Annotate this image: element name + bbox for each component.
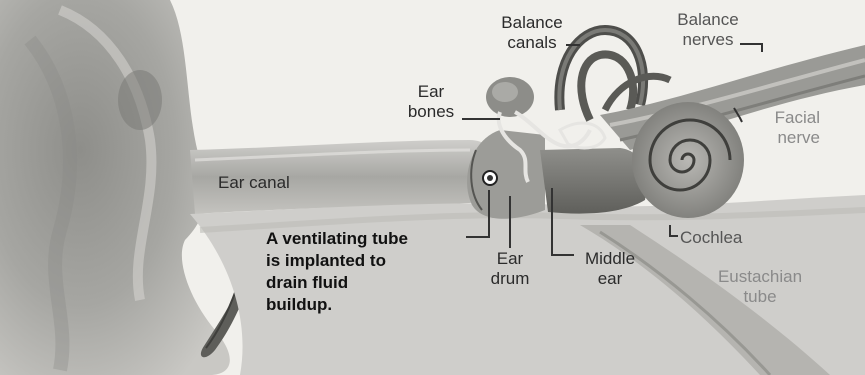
label-ventilating-tube-note: A ventilating tube is implanted to drain… — [266, 228, 408, 316]
label-eustachian-tube: Eustachian tube — [700, 267, 820, 307]
label-facial-nerve: Facial nerve — [740, 108, 820, 148]
label-cochlea: Cochlea — [680, 228, 742, 248]
label-ear-canal: Ear canal — [218, 173, 290, 193]
label-balance-nerves: Balance nerves — [668, 10, 748, 50]
label-balance-canals: Balance canals — [492, 13, 572, 53]
cochlea — [632, 102, 744, 218]
ventilating-tube — [483, 171, 497, 185]
label-middle-ear: Middle ear — [572, 249, 648, 289]
label-ear-bones: Ear bones — [396, 82, 466, 122]
label-ear-drum: Ear drum — [478, 249, 542, 289]
